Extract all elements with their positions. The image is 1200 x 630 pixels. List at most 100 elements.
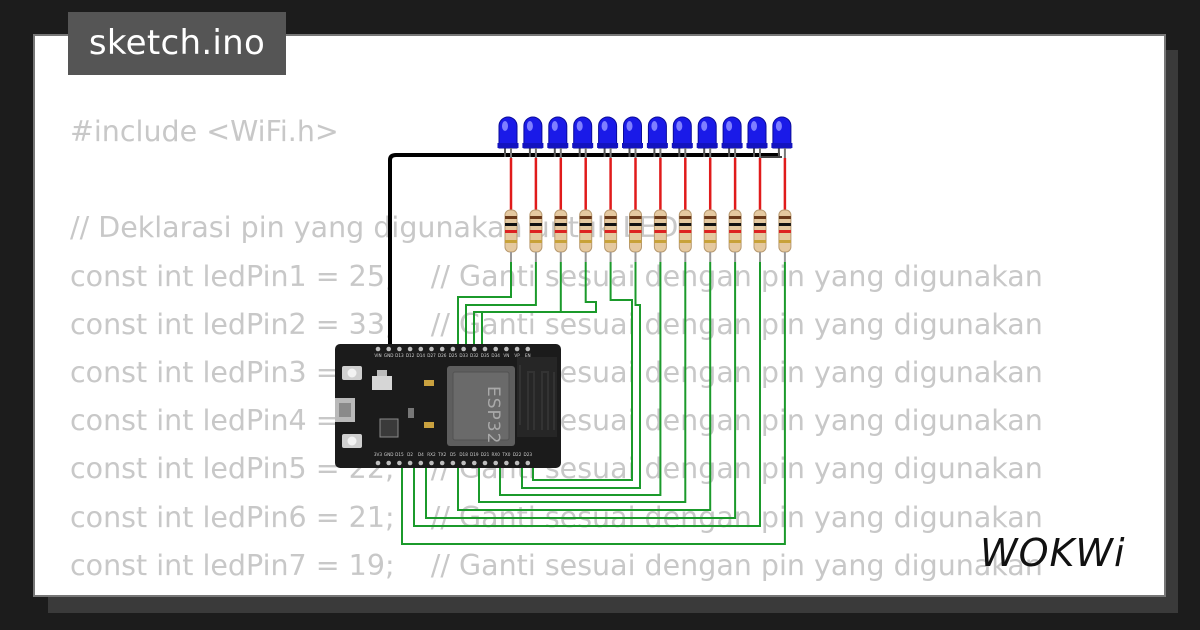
resistor-band <box>778 216 791 219</box>
pin-hole <box>472 460 477 466</box>
resistor-band <box>554 230 567 233</box>
resistor-band <box>604 223 617 226</box>
resistor[interactable] <box>653 209 667 262</box>
resistor[interactable] <box>604 209 618 262</box>
led-glint <box>701 121 708 131</box>
pin-label: TX2 <box>437 452 446 457</box>
pin-label: GND <box>384 452 394 457</box>
voltage-regulator <box>372 376 392 390</box>
resistor-band <box>654 230 667 233</box>
file-tab[interactable]: sketch.ino <box>68 12 286 75</box>
led[interactable] <box>547 116 569 210</box>
led[interactable] <box>771 116 793 210</box>
pin-hole <box>407 460 413 466</box>
pin-hole <box>514 346 520 352</box>
led[interactable] <box>746 116 768 210</box>
led-glint <box>576 121 583 131</box>
led-flange <box>497 143 519 148</box>
regulator-tab <box>377 370 387 376</box>
resistor-band <box>778 223 791 226</box>
usb-serial-chip <box>379 418 399 438</box>
resistor[interactable] <box>529 209 543 262</box>
resistor-band <box>704 240 717 243</box>
led-glint <box>751 121 757 131</box>
led-flange <box>746 143 768 148</box>
pin-hole <box>439 460 445 466</box>
resistor-band <box>529 216 542 219</box>
led[interactable] <box>522 116 544 210</box>
led-row <box>497 116 793 210</box>
led-glint <box>601 121 608 131</box>
led[interactable] <box>721 116 743 210</box>
pin-label: RX2 <box>427 452 436 457</box>
signal-wire <box>521 262 641 489</box>
pin-label: D33 <box>459 353 468 358</box>
resistor[interactable] <box>753 209 767 262</box>
led-glint <box>775 121 782 131</box>
resistor[interactable] <box>554 209 568 262</box>
pin-hole <box>493 346 499 352</box>
signal-wire <box>457 262 512 346</box>
smd-part <box>424 422 434 428</box>
resistor[interactable] <box>728 209 742 262</box>
pin-hole <box>439 346 445 352</box>
resistor-band <box>704 216 717 219</box>
led[interactable] <box>497 116 519 210</box>
resistor[interactable] <box>703 209 717 262</box>
led[interactable] <box>696 116 718 210</box>
chip-shield <box>452 371 510 441</box>
pin-label: VP <box>514 353 520 358</box>
resistor-band <box>679 216 692 219</box>
resistor-band <box>554 216 567 219</box>
led[interactable] <box>646 116 668 210</box>
led[interactable] <box>572 116 594 210</box>
led-flange <box>522 143 544 148</box>
pin-label: D21 <box>481 452 490 457</box>
pin-label: D26 <box>438 353 447 358</box>
signal-wire <box>413 262 761 527</box>
resistor-band <box>629 223 642 226</box>
resistor-band <box>505 230 517 233</box>
pin-hole <box>525 460 531 466</box>
resistor[interactable] <box>778 209 792 262</box>
resistor-band <box>778 240 791 243</box>
pin-label: TX0 <box>501 452 510 457</box>
led-flange <box>572 143 594 148</box>
pin-hole <box>514 460 520 466</box>
resistor-band <box>754 230 766 233</box>
resistor-band <box>529 223 542 226</box>
resistor-band <box>729 240 742 243</box>
resistor[interactable] <box>504 209 518 262</box>
pin-label: VN <box>503 353 509 358</box>
pin-hole <box>418 346 424 352</box>
led-glint <box>651 121 658 131</box>
led[interactable] <box>622 116 643 210</box>
resistor-band <box>505 240 517 243</box>
ground-wires <box>388 148 782 352</box>
resistor[interactable] <box>579 209 593 262</box>
resistor-band <box>604 216 617 219</box>
resistor-band <box>704 230 717 233</box>
signal-wire <box>425 262 737 519</box>
resistor-band <box>554 223 567 226</box>
resistor-band <box>554 240 567 243</box>
led[interactable] <box>597 116 619 210</box>
pin-hole <box>525 346 531 352</box>
smd-part <box>424 380 434 386</box>
code-line: const int ledPin3 = 32; // Ganti sesuai … <box>70 355 1043 389</box>
pin-hole <box>493 460 499 466</box>
pin-label: D32 <box>470 353 479 358</box>
resistor[interactable] <box>678 209 692 262</box>
resistor-band <box>629 230 642 233</box>
code-line: const int ledPin7 = 19; // Ganti sesuai … <box>70 548 1043 582</box>
pin-label: RX0 <box>491 452 500 457</box>
pin-label: EN <box>525 353 531 358</box>
signal-wire <box>401 262 786 545</box>
signal-wire <box>457 262 712 511</box>
led[interactable] <box>671 116 693 210</box>
resistor-band <box>679 223 692 226</box>
pin-hole <box>450 346 456 352</box>
wokwi-logo[interactable]: WOKWi <box>978 526 1150 578</box>
resistor[interactable] <box>629 209 642 262</box>
